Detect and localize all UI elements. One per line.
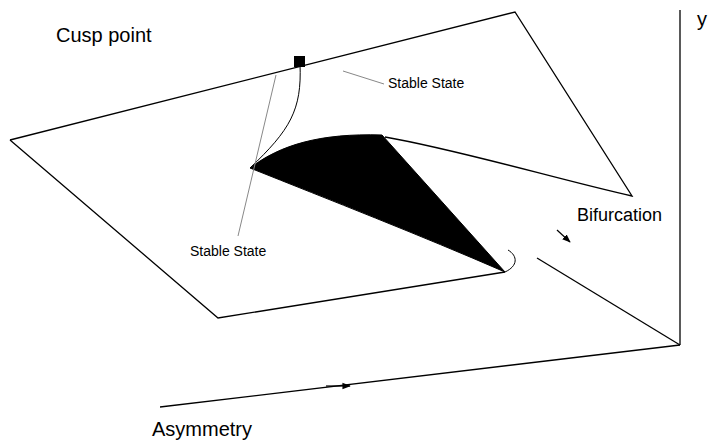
cusp-marker [294,56,305,67]
direction-arrow [326,385,350,386]
point-label: Cusp point [56,24,152,46]
asymmetry-axis [160,345,680,407]
bifurcation-axis [537,258,680,345]
direction-arrow [557,230,570,242]
fold-curve [505,250,515,272]
state-label: Stable State [190,244,266,259]
fold-region [250,135,505,272]
axis-label: Asymmetry [152,418,252,440]
axis-label: Bifurcation [577,206,662,226]
leader-line [343,71,384,84]
y-axis [679,10,680,345]
state-label: Stable State [388,76,464,91]
axis-label: y [697,8,707,30]
leader-line [238,75,276,236]
